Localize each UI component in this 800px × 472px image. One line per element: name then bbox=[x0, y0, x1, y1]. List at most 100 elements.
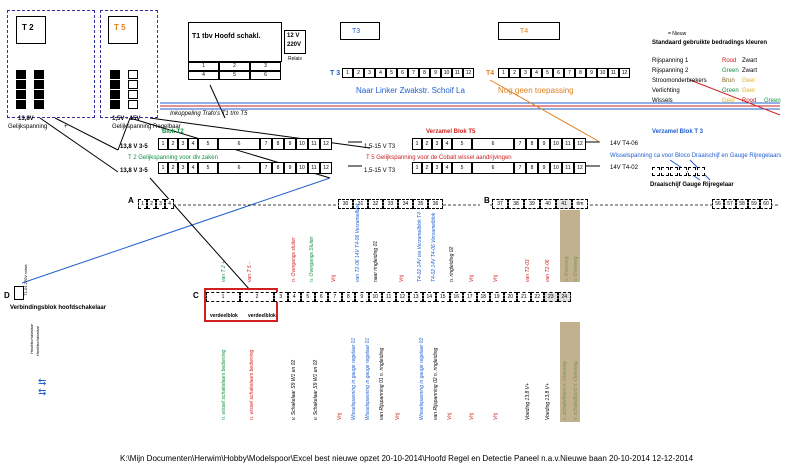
row-c-terminal: 13 bbox=[409, 292, 423, 302]
block-d-terminal bbox=[14, 286, 24, 300]
t2-voltage: 13,8V bbox=[18, 116, 34, 122]
blok-t5-terminal: 2 bbox=[422, 138, 432, 150]
blok-t5-terminal: 10 bbox=[550, 162, 562, 174]
row-a-terminal: 2 bbox=[147, 199, 156, 209]
wire bbox=[39, 117, 119, 173]
row-c-terminal: 3 bbox=[274, 292, 288, 302]
blok-t5-terminal: 12 bbox=[574, 138, 586, 150]
lower-wire-label: Vrij bbox=[337, 412, 343, 420]
row-c-terminal: 2 bbox=[240, 292, 274, 302]
blok-t2-terminal: 11 bbox=[308, 162, 320, 174]
row-c-terminal: 1 bbox=[206, 292, 240, 302]
blok-t2-row2-label: 13,8 V 3-5 bbox=[120, 168, 148, 174]
legend-color-2: Zwart bbox=[742, 58, 757, 64]
blok-t2-terminal: 12 bbox=[320, 162, 332, 174]
transformer-t5-frame bbox=[100, 10, 158, 118]
blok-t2-terminal: 7 bbox=[260, 162, 272, 174]
row-c-terminal: 7 bbox=[328, 292, 342, 302]
blok-t5-terminal: 1 bbox=[412, 138, 422, 150]
note-linker: Naar Linker Zwakstr. Schoif La bbox=[356, 86, 465, 95]
overweg-shade bbox=[560, 210, 580, 282]
t3-terminal: 1 bbox=[342, 68, 353, 78]
lower-wire-label: v. Schakelaar S9 W1 en 02 bbox=[313, 359, 319, 420]
row-b-terminal: 56 bbox=[712, 199, 724, 209]
transformer-terminal bbox=[16, 100, 26, 109]
wire-orange bbox=[489, 79, 601, 143]
blok-t2-terminal: 5 bbox=[198, 138, 218, 150]
row-c-terminal: 15 bbox=[436, 292, 450, 302]
blok-t5-caption: T 5 Gelijkspanning voor de Cobalt wissel… bbox=[366, 155, 512, 161]
blok-t5-terminal: 9 bbox=[538, 162, 550, 174]
transformer-t2-label: T 2 bbox=[22, 23, 34, 32]
lower-wire-label: Voeding 13,8 V+ bbox=[545, 383, 551, 420]
switch-terminal: 2 bbox=[219, 62, 250, 71]
blok-t2-terminal: 2 bbox=[168, 162, 178, 174]
upper-wire-label: naar ringleiding 01 bbox=[373, 240, 379, 282]
blok-t3-terminal bbox=[652, 167, 660, 176]
legend-color-2: Geel bbox=[742, 78, 755, 84]
blok-t5-terminal: 4 bbox=[442, 138, 452, 150]
row-a-terminal: 35 bbox=[413, 199, 428, 209]
overweg-shade bbox=[560, 322, 580, 422]
legend-row-label: Rijspanning 1 bbox=[652, 58, 689, 64]
legend-color-1: Green bbox=[722, 88, 739, 94]
blok-t2-terminal: 11 bbox=[308, 138, 320, 150]
wire-blue bbox=[21, 177, 331, 284]
t4-terminal: 10 bbox=[597, 68, 608, 78]
lower-wire-label: v. Schakelaar S9 W1 en 02 bbox=[291, 359, 297, 420]
legend-row-label: Wissels bbox=[652, 98, 673, 104]
row-c-terminal: 24 bbox=[557, 292, 571, 302]
blok-t5-terminal: 7 bbox=[514, 138, 526, 150]
upper-wire-label: van T2-06 14V T4-06 Verzamelblok bbox=[355, 203, 361, 282]
blok-t2-title: Blok T2 bbox=[162, 129, 184, 135]
t4-terminal: 7 bbox=[564, 68, 575, 78]
blok-t2-terminal: 4 bbox=[188, 138, 198, 150]
transformer-terminal bbox=[34, 90, 44, 99]
row-b-terminal: 40 bbox=[540, 199, 556, 209]
t2-caption: Gelijkspanning bbox=[8, 124, 48, 130]
upper-wire-label: T4-02 14V via Verzamelblok T4 bbox=[417, 212, 423, 282]
t4-terminal: 12 bbox=[619, 68, 630, 78]
blok-t2-terminal: 3 bbox=[178, 138, 188, 150]
wire bbox=[54, 117, 119, 151]
blok-t3-caption: Wisselspanning ca voor Bloco Draaischijf… bbox=[610, 153, 782, 159]
row-c-terminal: 11 bbox=[382, 292, 396, 302]
lower-wire-label: van Rijspanning 02 n. ringleiding bbox=[433, 347, 439, 420]
blok-t2-terminal: 12 bbox=[320, 138, 332, 150]
transformer-terminal bbox=[110, 100, 120, 109]
blok-t3-terminal bbox=[661, 167, 669, 176]
row-a-terminal: 30 bbox=[338, 199, 353, 209]
t3-terminal: 5 bbox=[386, 68, 397, 78]
t2-plus: + bbox=[64, 124, 68, 130]
upper-wire-label: n. Overgangs sluiter bbox=[291, 237, 297, 282]
t4-title: T4 bbox=[520, 28, 529, 35]
row-a-terminal: 34 bbox=[398, 199, 413, 209]
row-c-terminal: 12 bbox=[395, 292, 409, 302]
lower-wire-label: Vrij bbox=[447, 412, 453, 420]
upper-wire-label: van T2-06 bbox=[545, 259, 551, 282]
verdeelblok-highlight bbox=[204, 288, 278, 322]
transformer-terminal bbox=[128, 70, 138, 79]
wire bbox=[149, 117, 371, 149]
t4-terminal: 5 bbox=[542, 68, 553, 78]
row-a-label: A bbox=[128, 196, 134, 205]
transformer-t5-label: T 5 bbox=[114, 23, 126, 32]
row-a-terminal: 4 bbox=[165, 199, 174, 209]
blok-t2-terminal: 9 bbox=[284, 138, 296, 150]
wire-red bbox=[689, 79, 781, 116]
lower-wire-label: van Rijspanning 01 n. ringleiding bbox=[379, 347, 385, 420]
blok-t2-terminal: 1 bbox=[158, 138, 168, 150]
t4-terminal: 4 bbox=[531, 68, 542, 78]
t3-terminal: 10 bbox=[441, 68, 452, 78]
row-a-terminal: 31 bbox=[353, 199, 368, 209]
lower-wire-label: n. wissel schakelaars bediening bbox=[249, 349, 255, 420]
row-c-label: C bbox=[193, 291, 199, 300]
legend-color-1: Brun bbox=[722, 78, 735, 84]
upper-wire-label: van T 2 + bbox=[221, 261, 227, 282]
blok-t3-terminal bbox=[697, 167, 705, 176]
legend-color-1: Rood bbox=[722, 58, 737, 64]
row-c-terminal: 6 bbox=[314, 292, 328, 302]
row-b-terminal: 37 bbox=[492, 199, 508, 209]
wire bbox=[209, 84, 226, 119]
row-b-terminal: 38 bbox=[508, 199, 524, 209]
